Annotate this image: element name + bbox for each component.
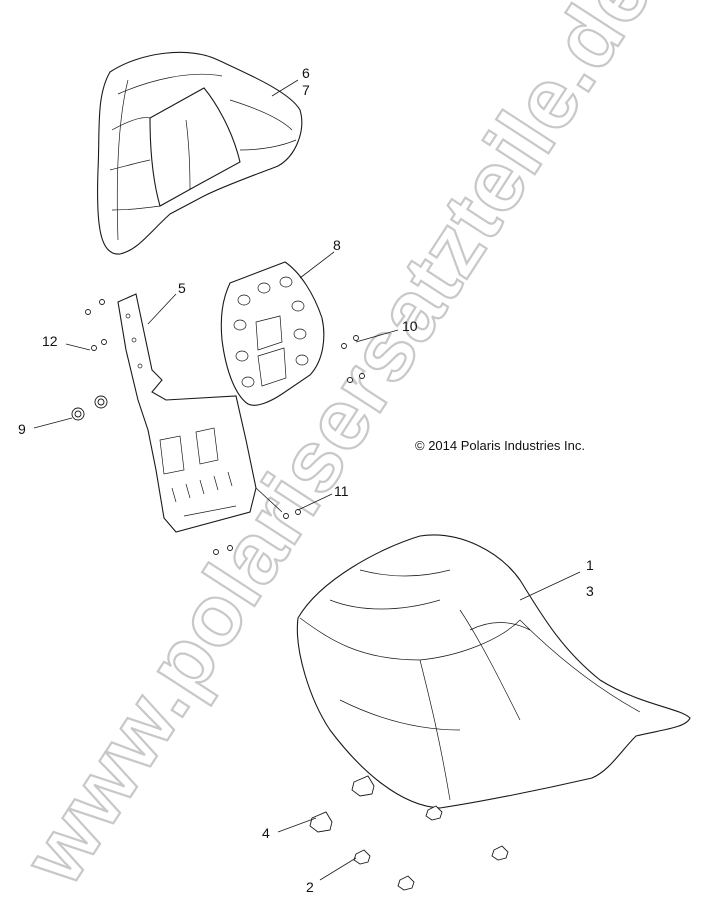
leader-4 bbox=[277, 817, 317, 833]
screw-set-11[interactable] bbox=[213, 509, 301, 555]
clip-nut-4[interactable] bbox=[309, 775, 375, 833]
callout-9: 9 bbox=[18, 421, 26, 437]
callout-11: 11 bbox=[334, 483, 349, 499]
callout-5: 5 bbox=[178, 280, 186, 296]
leader-10 bbox=[355, 329, 399, 343]
leader-12 bbox=[65, 343, 91, 351]
grommet-left[interactable] bbox=[71, 407, 85, 421]
leader-2 bbox=[319, 857, 357, 881]
leader-6-7 bbox=[271, 79, 299, 97]
callout-1: 1 bbox=[586, 557, 594, 573]
leader-1-3 bbox=[519, 571, 581, 601]
callout-10: 10 bbox=[402, 318, 418, 334]
callout-12: 12 bbox=[42, 333, 58, 349]
callout-6: 6 bbox=[302, 65, 310, 81]
screw-set-12[interactable] bbox=[85, 299, 107, 351]
callout-2: 2 bbox=[306, 879, 314, 895]
copyright-text: © 2014 Polaris Industries Inc. bbox=[415, 438, 585, 453]
leader-11b bbox=[255, 487, 283, 513]
callout-8: 8 bbox=[333, 237, 341, 253]
flange-nut-2[interactable] bbox=[353, 805, 509, 891]
leader-8 bbox=[299, 251, 335, 279]
grommet-right[interactable] bbox=[94, 395, 108, 409]
callout-4: 4 bbox=[262, 825, 270, 841]
leader-9 bbox=[33, 417, 73, 429]
callout-7: 7 bbox=[302, 82, 310, 98]
leader-11 bbox=[297, 493, 333, 511]
backrest-pad[interactable] bbox=[97, 51, 303, 255]
seat[interactable] bbox=[296, 534, 691, 809]
backrest-plate[interactable] bbox=[220, 261, 325, 406]
callout-3: 3 bbox=[586, 583, 594, 599]
screw-set-10[interactable] bbox=[341, 335, 365, 383]
leader-5 bbox=[147, 293, 177, 325]
